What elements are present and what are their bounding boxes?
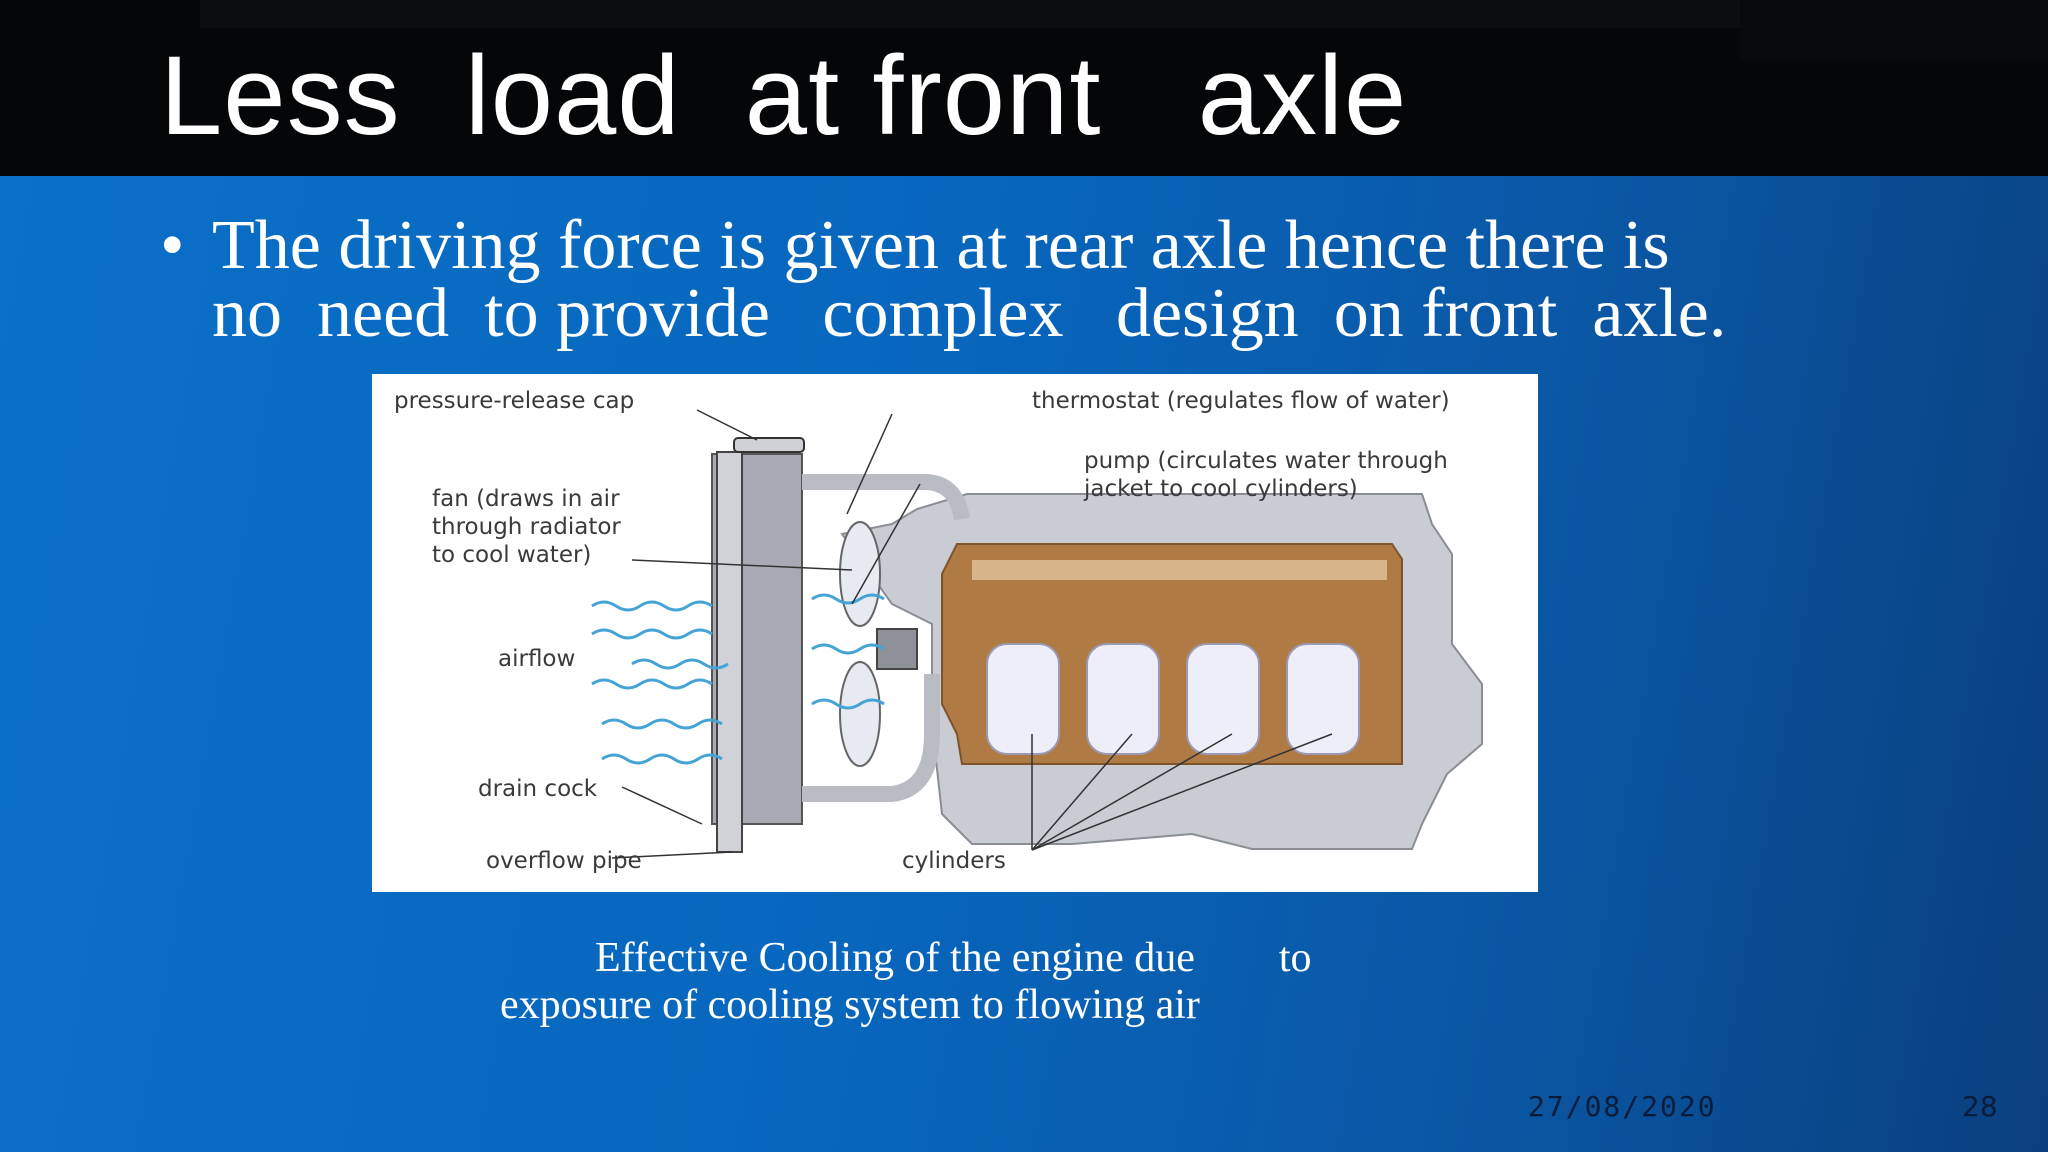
cooling-system-diagram: pressure-release cap thermostat (regulat… [372, 374, 1538, 892]
label-fan-line2: through radiator [432, 514, 621, 540]
label-airflow: airflow [498, 646, 575, 672]
label-drain-cock: drain cock [478, 776, 598, 802]
figure-caption: Effective Cooling of the engine due to e… [500, 935, 1400, 1029]
label-overflow-pipe: overflow pipe [486, 848, 642, 874]
label-thermostat: thermostat (regulates flow of water) [1032, 388, 1450, 414]
bullet-text-1: The driving force is given at rear axle … [212, 207, 1670, 284]
leader-lines [611, 409, 1333, 859]
cylinder [1186, 643, 1260, 755]
title-bar-shade [200, 0, 1740, 28]
label-pump-line2: jacket to cool cylinders) [1083, 476, 1358, 502]
bullet-icon: • [160, 207, 185, 284]
pressure-cap-shape [733, 437, 805, 453]
slide-date: 27/08/2020 [1528, 1090, 1717, 1123]
label-cylinders: cylinders [902, 848, 1006, 874]
cylinder [1086, 643, 1160, 755]
label-pump-line1: pump (circulates water through [1084, 448, 1448, 474]
label-pressure-release-cap: pressure-release cap [394, 388, 634, 414]
caption-line-1: Effective Cooling of the engine due to [595, 935, 1312, 981]
radiator-frame [716, 451, 743, 853]
bullet-point: • The driving force is given at rear axle… [160, 207, 1860, 352]
label-fan-line3: to cool water) [432, 542, 591, 568]
fan-blade [839, 521, 881, 627]
bullet-line-1: • The driving force is given at rear axle… [160, 207, 1860, 284]
title-bar [0, 0, 2048, 176]
bullet-text-2: no need to provide complex design on fro… [212, 275, 1727, 352]
airflow-lines [591, 593, 885, 765]
jacket-channel [972, 560, 1387, 580]
slide-page-number: 28 [1962, 1090, 1998, 1123]
label-fan-line1: fan (draws in air [432, 486, 620, 512]
caption-line-2: exposure of cooling system to flowing ai… [500, 982, 1200, 1028]
title-bar-shade-right [1740, 0, 2048, 60]
cylinder [1286, 643, 1360, 755]
slide-title: Less load at front axle [160, 33, 1408, 158]
upper-hose [802, 474, 970, 521]
fan-blade [839, 661, 881, 767]
lower-hose [802, 674, 940, 802]
cylinder [986, 643, 1060, 755]
diagram-illustration: pressure-release cap thermostat (regulat… [394, 388, 1483, 874]
cylinders-group [986, 643, 1360, 755]
